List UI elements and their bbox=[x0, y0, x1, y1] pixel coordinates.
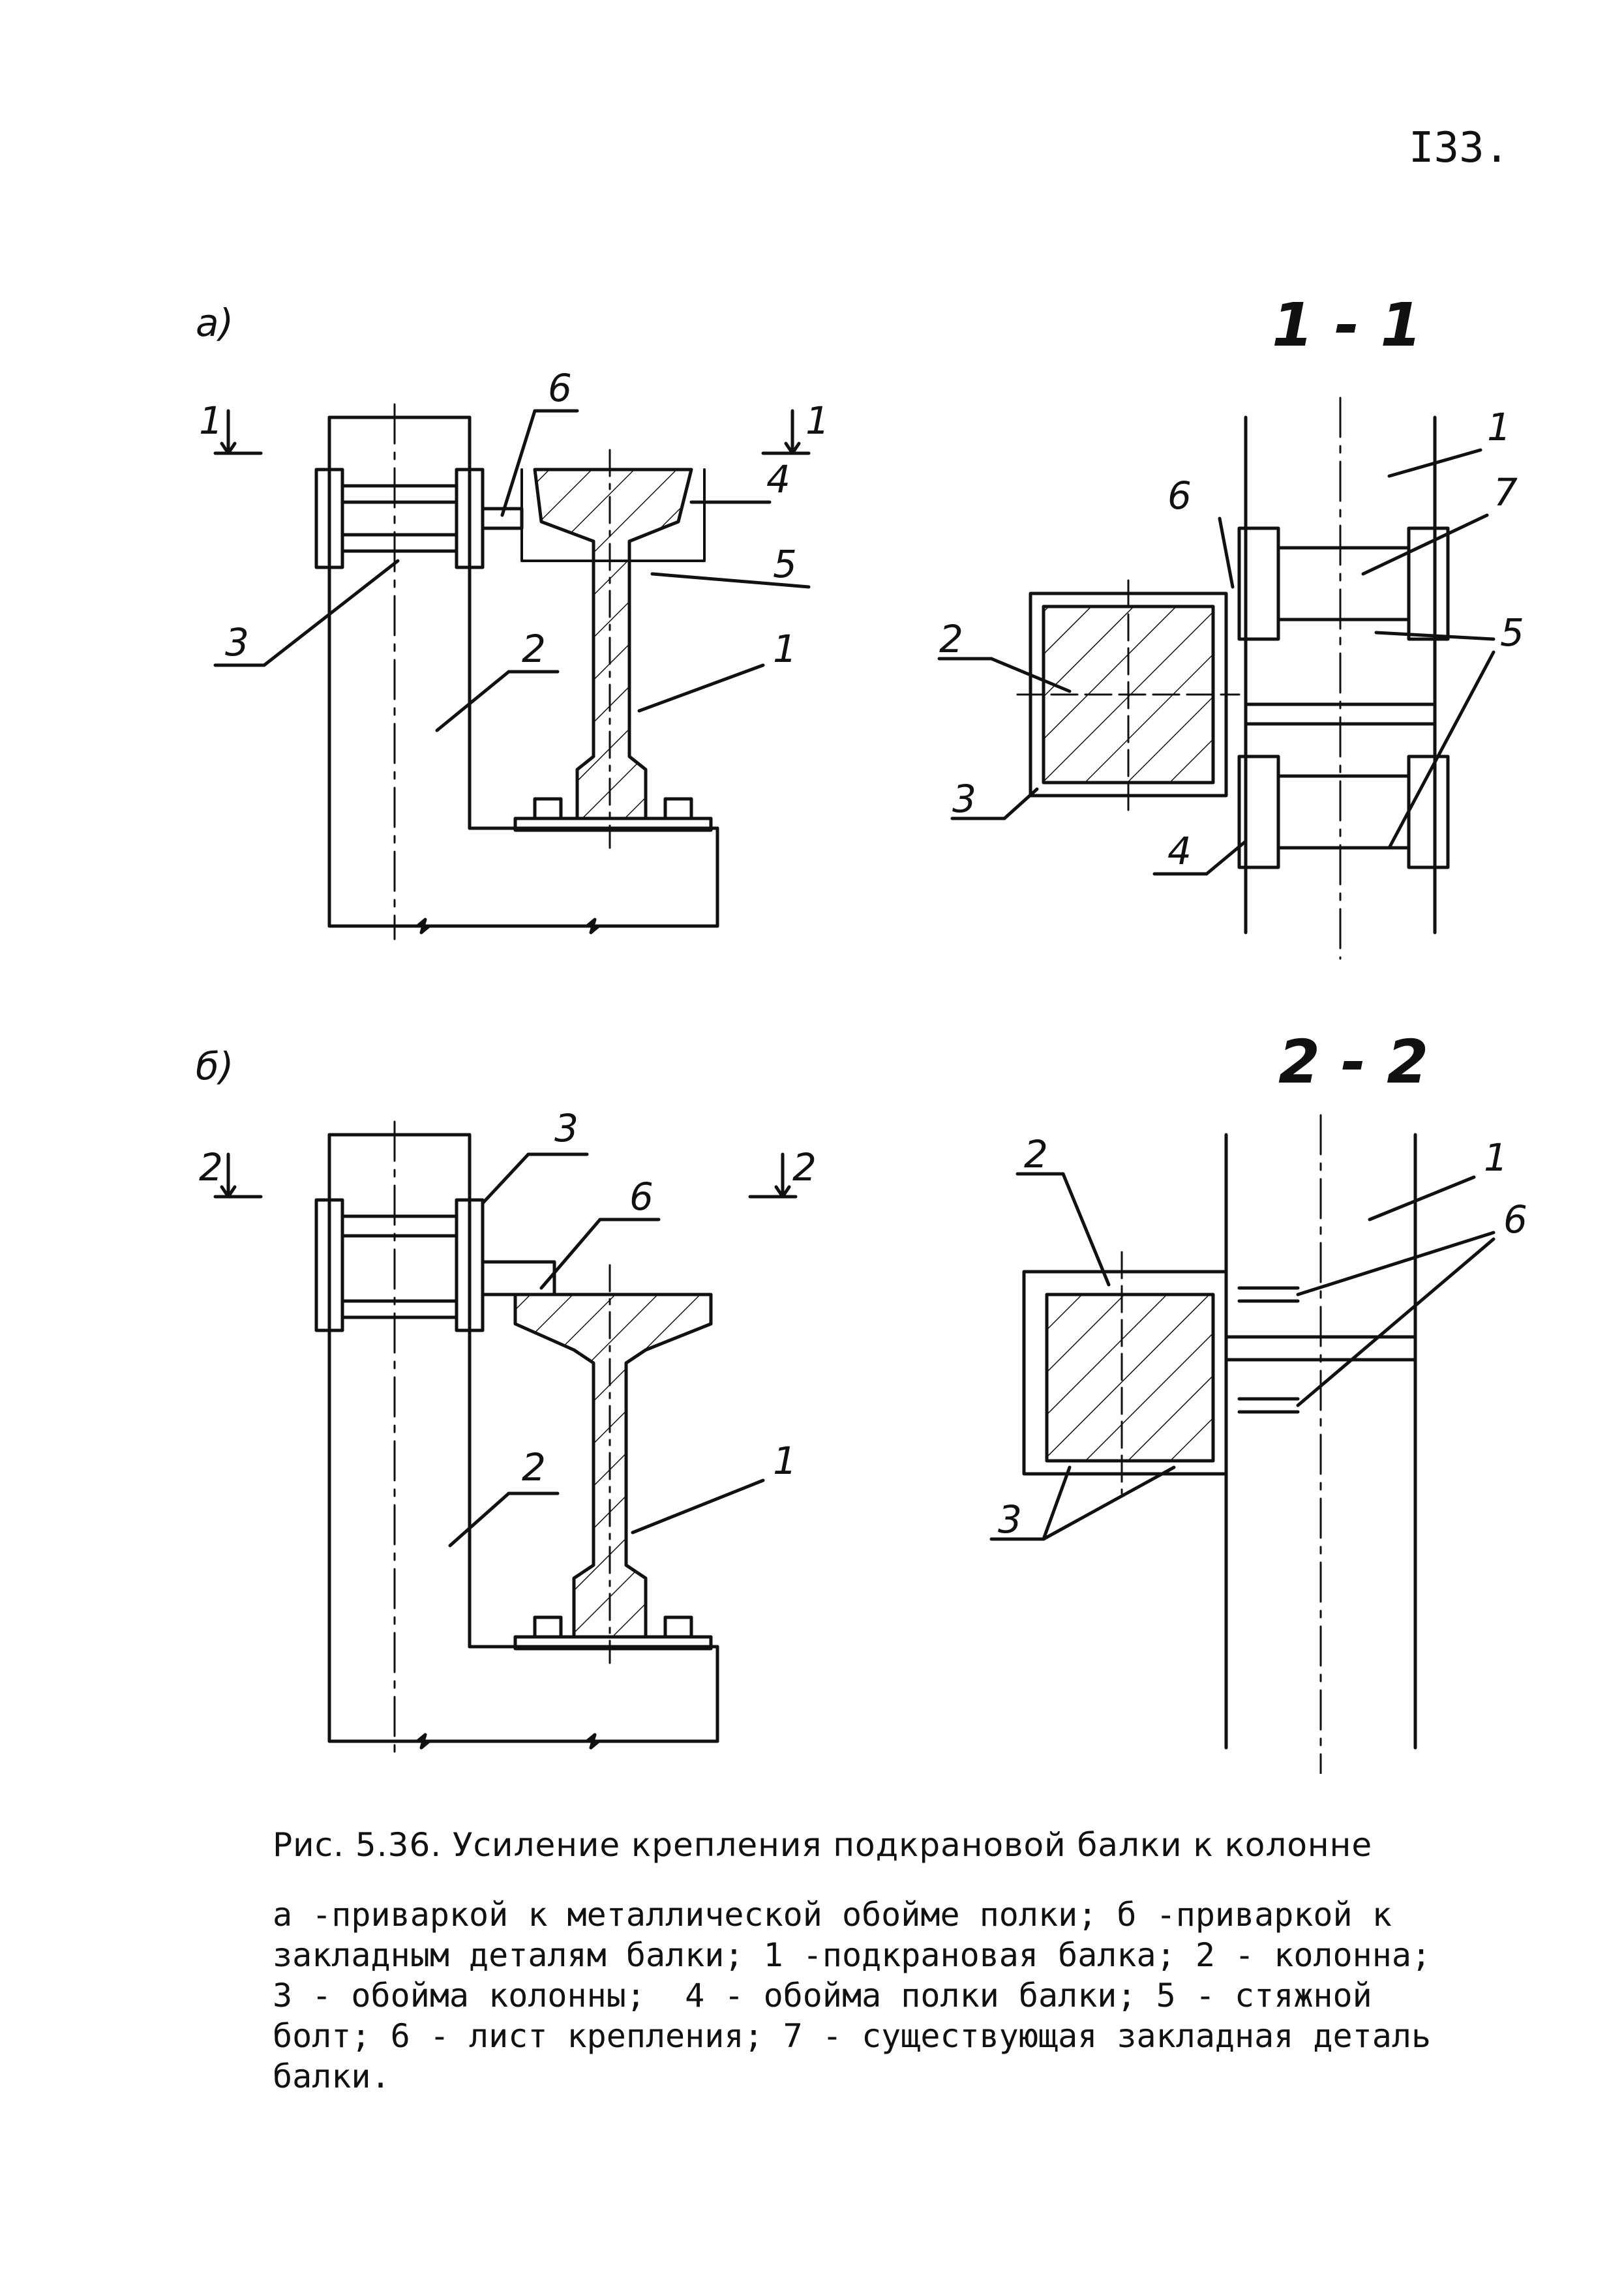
panel-b-label: б) bbox=[196, 1044, 233, 1088]
callout-6-s2: 6 bbox=[1503, 1197, 1527, 1242]
panel-a-elevation: а) 1 1 6 4 5 bbox=[196, 301, 830, 940]
callout-3-a: 3 bbox=[225, 620, 249, 665]
legend-line: закладным деталям балки; 1 -подкрановая … bbox=[273, 1936, 1432, 1974]
legend-line: а -приваркой к металлической обойме полк… bbox=[273, 1896, 1392, 1934]
callout-6-s1: 6 bbox=[1167, 473, 1192, 518]
legend-line: балки. bbox=[273, 2058, 391, 2095]
callout-3-b: 3 bbox=[554, 1106, 579, 1150]
cut-2-right: 2 bbox=[792, 1145, 817, 1190]
callout-4-s1: 4 bbox=[1167, 829, 1192, 873]
legend-line: 3 - обойма колонны; 4 - обойма полки бал… bbox=[273, 1977, 1372, 2014]
page-number: I33. bbox=[1409, 124, 1510, 172]
cut-2-left: 2 bbox=[199, 1145, 223, 1190]
callout-1-s1: 1 bbox=[1487, 405, 1511, 449]
cut-1-right: 1 bbox=[805, 398, 830, 443]
figure-caption: Рис. 5.36. Усиление крепления подкраново… bbox=[273, 1826, 1373, 1864]
callout-5-a: 5 bbox=[773, 542, 797, 586]
callout-3-s2: 3 bbox=[998, 1497, 1022, 1542]
cut-1-left: 1 bbox=[199, 398, 223, 443]
callout-6-a: 6 bbox=[548, 366, 572, 410]
callout-7-s1: 7 bbox=[1494, 470, 1518, 515]
callout-1-a: 1 bbox=[773, 627, 797, 671]
callout-4-a: 4 bbox=[766, 457, 790, 502]
legend-line: болт; 6 - лист крепления; 7 - существующ… bbox=[273, 2017, 1432, 2055]
callout-2-b: 2 bbox=[522, 1445, 546, 1490]
section-2-2: 2 - 2 2 1 6 3 bbox=[989, 1027, 1527, 1774]
figure-drawing: а) 1 1 6 4 5 bbox=[196, 290, 1527, 1774]
callout-2-s2: 2 bbox=[1024, 1132, 1048, 1176]
section-1-title: 1 - 1 bbox=[1272, 290, 1422, 360]
panel-a-label: а) bbox=[196, 301, 233, 345]
callout-6-b: 6 bbox=[629, 1175, 654, 1219]
panel-b-elevation: б) 2 2 3 6 1 2 bbox=[196, 1044, 817, 1756]
section-1-1: 1 - 1 1 7 6 5 2 3 4 bbox=[937, 290, 1524, 960]
callout-1-s2: 1 bbox=[1484, 1135, 1508, 1180]
callout-5-s1: 5 bbox=[1500, 610, 1524, 655]
callout-2-s1: 2 bbox=[939, 617, 963, 661]
callout-3-s1: 3 bbox=[952, 777, 976, 821]
callout-1-b: 1 bbox=[773, 1439, 797, 1483]
section-2-title: 2 - 2 bbox=[1278, 1027, 1428, 1097]
callout-2-a: 2 bbox=[522, 627, 546, 671]
